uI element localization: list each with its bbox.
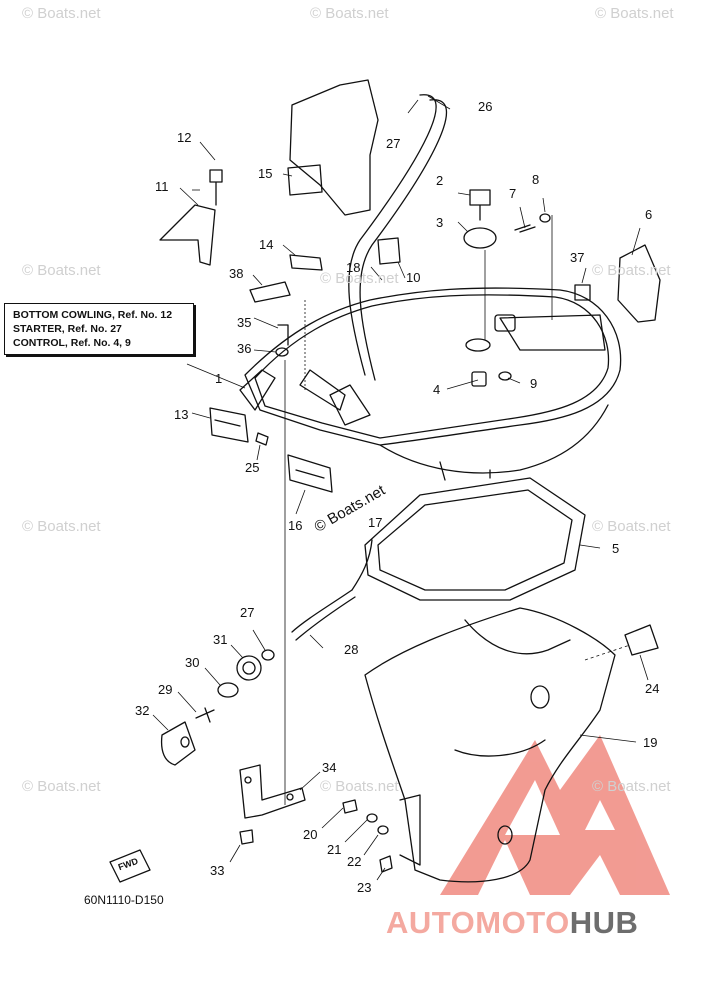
- callout-5: 5: [612, 541, 620, 556]
- callout-12: 12: [177, 130, 192, 145]
- bracket: [239, 764, 306, 819]
- callout-7: 7: [509, 186, 517, 201]
- callout-33: 33: [210, 863, 225, 878]
- diagram-code: 60N1110-D150: [84, 893, 164, 907]
- nut-23: [379, 855, 393, 873]
- clip: [261, 649, 275, 661]
- bolt-12: [209, 169, 223, 206]
- callout-19: 19: [643, 735, 658, 750]
- callout-27-bottom: 27: [240, 605, 255, 620]
- callout-16: 16: [288, 518, 303, 533]
- watermark: © Boats.net: [320, 270, 399, 287]
- screw-35: [277, 324, 289, 346]
- label-38: [249, 281, 291, 303]
- clamp: [255, 432, 269, 446]
- callout-6: 6: [645, 207, 653, 222]
- callout-15: 15: [258, 166, 273, 181]
- grommet-10: [377, 237, 401, 265]
- callout-20: 20: [303, 827, 318, 842]
- callout-34: 34: [322, 760, 337, 775]
- callout-30: 30: [185, 655, 200, 670]
- callout-10: 10: [406, 270, 421, 285]
- callout-35: 35: [237, 315, 252, 330]
- grommet-3: [463, 227, 497, 249]
- watermark: © Boats.net: [595, 5, 674, 22]
- plate-nut: [236, 655, 262, 681]
- callout-18: 18: [346, 260, 361, 275]
- bolt-33: [239, 829, 254, 845]
- washer-22: [377, 825, 389, 835]
- callout-13: 13: [174, 407, 189, 422]
- watermark: © Boats.net: [22, 262, 101, 279]
- starter-cover: [617, 244, 661, 323]
- holder-15: [287, 164, 323, 196]
- bolt-7: [514, 224, 536, 233]
- watermark: © Boats.net: [320, 778, 399, 795]
- watermark: © Boats.net: [22, 5, 101, 22]
- plate: [209, 407, 249, 443]
- brand-part-1: AUTOMOTO: [386, 905, 570, 940]
- callout-37: 37: [570, 250, 585, 265]
- bottom-cowling: [239, 287, 622, 481]
- bolt-2: [469, 189, 491, 221]
- callout-27-top: 27: [386, 136, 401, 151]
- brand-wordmark: AUTOMOTOHUB: [386, 905, 638, 941]
- callout-4: 4: [433, 382, 441, 397]
- watermark: © Boats.net: [310, 5, 389, 22]
- fwd-arrow: [109, 849, 151, 883]
- callout-9: 9: [530, 376, 538, 391]
- callout-22: 22: [347, 854, 362, 869]
- note-line: CONTROL, Ref. No. 4, 9: [13, 337, 131, 349]
- engine-block: [289, 79, 379, 216]
- pilot-grommet: [287, 454, 333, 493]
- grommet-24: [624, 624, 659, 656]
- label-37: [574, 284, 591, 301]
- callout-3: 3: [436, 215, 444, 230]
- callout-25: 25: [245, 460, 260, 475]
- grommet: [160, 721, 196, 766]
- callout-8: 8: [532, 172, 540, 187]
- callout-31: 31: [213, 632, 228, 647]
- callout-32: 32: [135, 703, 150, 718]
- washer: [217, 682, 239, 698]
- callout-38: 38: [229, 266, 244, 281]
- callout-28: 28: [344, 642, 359, 657]
- callout-24: 24: [645, 681, 660, 696]
- callout-29: 29: [158, 682, 173, 697]
- clamp-14: [289, 254, 323, 271]
- callout-23: 23: [357, 880, 372, 895]
- watermark: © Boats.net: [592, 262, 671, 279]
- callout-21: 21: [327, 842, 342, 857]
- washer-8: [539, 213, 551, 223]
- hose-26: [348, 94, 437, 376]
- callout-1: 1: [215, 371, 223, 386]
- watermark: © Boats.net: [592, 518, 671, 535]
- cable: [291, 539, 373, 641]
- watermark: © Boats.net: [22, 778, 101, 795]
- screw: [195, 707, 215, 723]
- watermark: © Boats.net: [592, 778, 671, 795]
- watermark: © Boats.net: [22, 518, 101, 535]
- automotohub-logo-mark: [440, 735, 670, 895]
- callout-11: 11: [155, 179, 169, 194]
- callout-2: 2: [436, 173, 444, 188]
- callout-36: 36: [237, 341, 252, 356]
- callout-14: 14: [259, 237, 274, 252]
- lower-cover: [364, 607, 616, 883]
- screw-20: [342, 799, 358, 814]
- cowling-seal: [364, 477, 586, 601]
- note-line: BOTTOM COWLING, Ref. No. 12: [13, 309, 173, 321]
- brand-part-2: HUB: [569, 905, 639, 940]
- note-line: STARTER, Ref. No. 27: [13, 323, 122, 335]
- washer-21: [366, 813, 378, 823]
- reference-note: BOTTOM COWLING, Ref. No. 12 STARTER, Ref…: [4, 303, 194, 355]
- leader-lines: [152, 95, 649, 881]
- bracket-11: [159, 204, 216, 266]
- callout-26: 26: [478, 99, 493, 114]
- callout-17: 17: [368, 515, 383, 530]
